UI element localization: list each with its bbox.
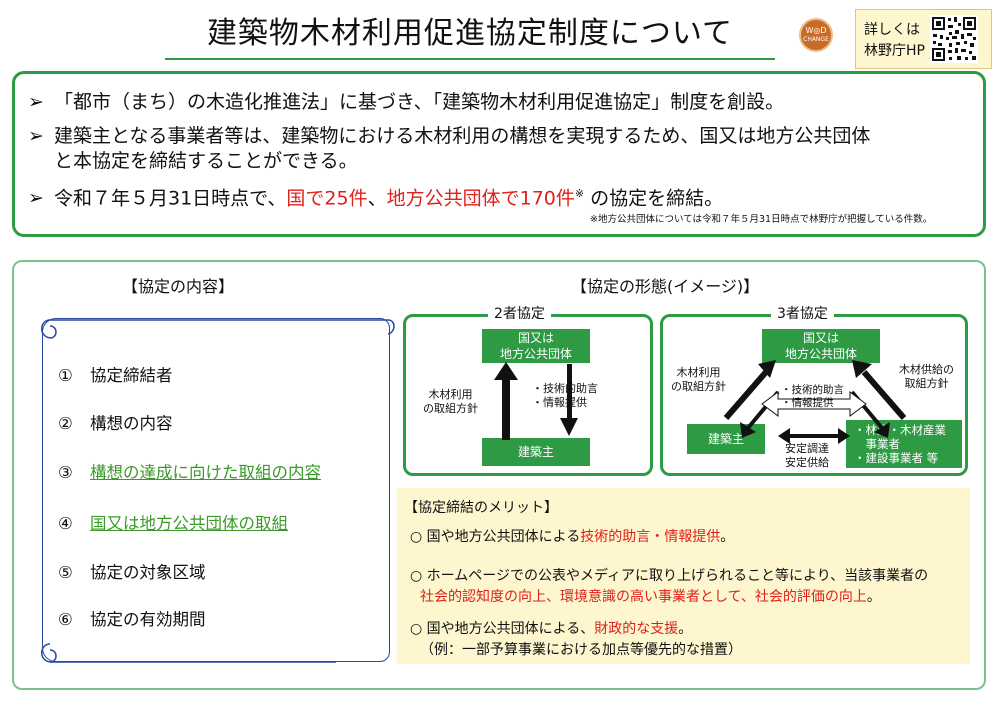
item-label-link[interactable]: 国又は地方公共団体の取組 (90, 514, 288, 533)
logo-text-top: W◎D (805, 26, 827, 35)
merit-1-pre: ○ 国や地方公共団体による (410, 529, 581, 545)
contents-heading: 【協定の内容】 (122, 277, 235, 296)
summary-footnote: ※地方公共団体については令和７年５月31日時点で林野庁が把握している件数。 (590, 214, 933, 225)
two-party-builder-box: 建築主 (482, 438, 590, 466)
page-title: 建築物木材利用促進協定制度について (206, 16, 734, 51)
three-party-left-note: 木材利用 の取組方針 (671, 366, 726, 393)
three-party-title: 3者協定 (771, 303, 834, 323)
three-party-builder-box: 建築主 (687, 424, 765, 454)
two-party-arrows (494, 362, 578, 440)
hp-link-text[interactable]: 詳しくは 林野庁HP (864, 20, 925, 62)
merit-3-highlight: 財政的な支援 (594, 621, 679, 637)
item-number: ⑤ (58, 563, 73, 582)
three-party-gov-box: 国又は 地方公共団体 (762, 329, 880, 363)
merit-1-highlight: 技術的助言・情報提供 (580, 529, 721, 545)
three-party-center-note: ・技術的助言 ・情報提供 (781, 384, 844, 409)
merit-2-line1: ○ ホームページでの公表やメディアに取り上げられること等により、当該事業者の (410, 568, 929, 584)
three-party-right-note: 木材供給の 取組方針 (899, 363, 954, 390)
logo-text-bottom: CHANGE (803, 36, 829, 43)
merit-3: ○ 国や地方公共団体による、財政的な支援。 (410, 619, 692, 639)
three-party-bottom-note: 安定調達 安定供給 (785, 442, 829, 469)
item-label-link[interactable]: 構想の達成に向けた取組の内容 (90, 463, 321, 482)
arrow-bullet-icon: ➢ (28, 187, 44, 210)
merits-box (397, 488, 970, 664)
local-count: 地方公共団体で170件 (386, 187, 575, 210)
footnote-mark: ※ (574, 187, 585, 200)
merit-2-highlight: 社会的認知度の向上、環境意識の高い事業者として、社会的評価の向上 (420, 589, 867, 605)
item-label: 構想の内容 (90, 414, 173, 433)
two-party-right-note: ・技術的助言 ・情報提供 (532, 382, 598, 409)
merit-3-pre: ○ 国や地方公共団体による、 (410, 621, 595, 637)
merit-1-post: 。 (720, 529, 735, 545)
bullet-3-pre: 令和７年５月31日時点で、 (54, 187, 287, 210)
bullet-3-post: の協定を締結。 (584, 187, 724, 210)
arrow-bullet-icon: ➢ (28, 91, 44, 113)
two-party-gov-box: 国又は 地方公共団体 (482, 329, 590, 363)
item-label: 協定の有効期間 (90, 610, 206, 629)
forms-heading: 【協定の形態(イメージ)】 (571, 277, 760, 296)
scroll-curl-icon (41, 319, 395, 663)
down-arrow-head (560, 418, 578, 436)
item-number: ⑥ (58, 610, 73, 629)
contents-item-6: ⑥ 協定の有効期間 (58, 606, 206, 630)
item-number: ④ (58, 514, 73, 533)
arrow-bullet-icon: ➢ (28, 125, 44, 147)
national-count: 国で25件 (286, 187, 368, 210)
bullet-2-text-line2: と本協定を締結することができる。 (54, 150, 358, 172)
hp-line-2: 林野庁HP (864, 43, 925, 59)
up-arrow-shaft (502, 378, 510, 440)
down-arrow-shaft (567, 364, 572, 418)
contents-item-5: ⑤ 協定の対象区域 (58, 559, 206, 583)
merit-2-post: 。 (866, 589, 881, 605)
contents-item-1: ① 協定締結者 (58, 362, 173, 386)
bullet-3-sep: 、 (367, 187, 387, 210)
contents-scroll (42, 318, 390, 662)
summary-bullet-3: ➢ 令和７年５月31日時点で、国で25件、地方公共団体で170件※ の協定を締結。 (28, 182, 723, 210)
summary-box (12, 71, 986, 237)
three-party-industry-box: ・林業・木材産業 事業者 ・建設事業者 等 (846, 420, 962, 468)
contents-item-3[interactable]: ③ 構想の達成に向けた取組の内容 (58, 459, 321, 483)
up-arrow-head (494, 362, 518, 380)
item-number: ③ (58, 463, 73, 482)
item-label: 協定の対象区域 (90, 563, 206, 582)
item-number: ① (58, 366, 73, 385)
qr-code-icon[interactable] (930, 15, 978, 63)
merit-3-line2: （例：一部予算事業における加点等優先的な措置） (420, 642, 742, 658)
hp-line-1: 詳しくは (864, 22, 920, 38)
merits-heading: 【協定締結のメリット】 (404, 500, 558, 516)
item-label: 協定締結者 (90, 366, 173, 385)
contents-item-2: ② 構想の内容 (58, 410, 173, 434)
bullet-2-text-line1: 建築主となる事業者等は、建築物における木材利用の構想を実現するため、国又は地方公… (54, 125, 871, 147)
merit-3-post: 。 (678, 621, 693, 637)
summary-bullet-1: ➢ 「都市（まち）の木造化推進法」に基づき、「建築物木材利用促進協定」制度を創設。 (28, 90, 784, 114)
item-number: ② (58, 414, 73, 433)
two-party-left-note: 木材利用 の取組方針 (423, 388, 478, 415)
bullet-1-text: 「都市（まち）の木造化推進法」に基づき、「建築物木材利用促進協定」制度を創設。 (54, 91, 785, 113)
title-underline (165, 58, 775, 60)
merit-1: ○ 国や地方公共団体による技術的助言・情報提供。 (410, 527, 734, 547)
two-party-title: 2者協定 (488, 303, 551, 323)
three-party-arrows (723, 360, 907, 444)
summary-bullet-2: ➢ 建築主となる事業者等は、建築物における木材利用の構想を実現するため、国又は地方… (28, 124, 870, 148)
wood-change-logo: W◎D CHANGE (799, 18, 833, 52)
contents-item-4[interactable]: ④ 国又は地方公共団体の取組 (58, 510, 288, 534)
merit-2-line2: 社会的認知度の向上、環境意識の高い事業者として、社会的評価の向上。 (420, 587, 881, 607)
